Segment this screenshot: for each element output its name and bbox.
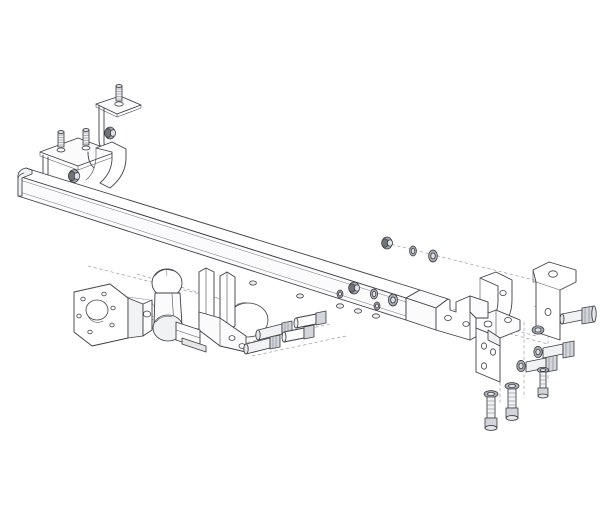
towball-plate bbox=[198, 267, 247, 353]
washer-l3 bbox=[336, 289, 344, 299]
towball-bolt-lower bbox=[243, 324, 315, 355]
washer-u1 bbox=[409, 245, 417, 257]
washer-l4 bbox=[373, 301, 381, 311]
right-side-bolt-2 bbox=[533, 340, 575, 359]
right-horizontal-bolt bbox=[559, 305, 597, 325]
nut-l1 bbox=[348, 281, 360, 295]
right-vertical-bolt-3 bbox=[537, 366, 549, 399]
left-nut-upper bbox=[104, 126, 116, 140]
crossbar bbox=[17, 167, 489, 341]
right-vertical-bolt-1 bbox=[483, 390, 499, 431]
left-bracket bbox=[39, 84, 142, 189]
left-stud-mid-1 bbox=[57, 130, 65, 148]
washer-l2 bbox=[388, 293, 398, 307]
nut-u1 bbox=[381, 236, 393, 250]
towball bbox=[151, 268, 207, 353]
washer-u2 bbox=[428, 249, 438, 263]
right-side-washer-top bbox=[531, 325, 545, 335]
right-vertical-bolt-2 bbox=[504, 382, 520, 421]
right-bracket bbox=[469, 271, 521, 383]
crossbar-fastener-set-upper bbox=[381, 236, 438, 263]
right-angle-bracket bbox=[532, 261, 577, 341]
socket-plate bbox=[73, 283, 153, 347]
washer-l1 bbox=[370, 288, 378, 300]
crossbar-fastener-set-lower bbox=[336, 281, 398, 311]
left-stud-upper bbox=[115, 84, 123, 102]
left-stud-mid-2 bbox=[82, 128, 90, 146]
left-nut-mid bbox=[68, 169, 81, 183]
